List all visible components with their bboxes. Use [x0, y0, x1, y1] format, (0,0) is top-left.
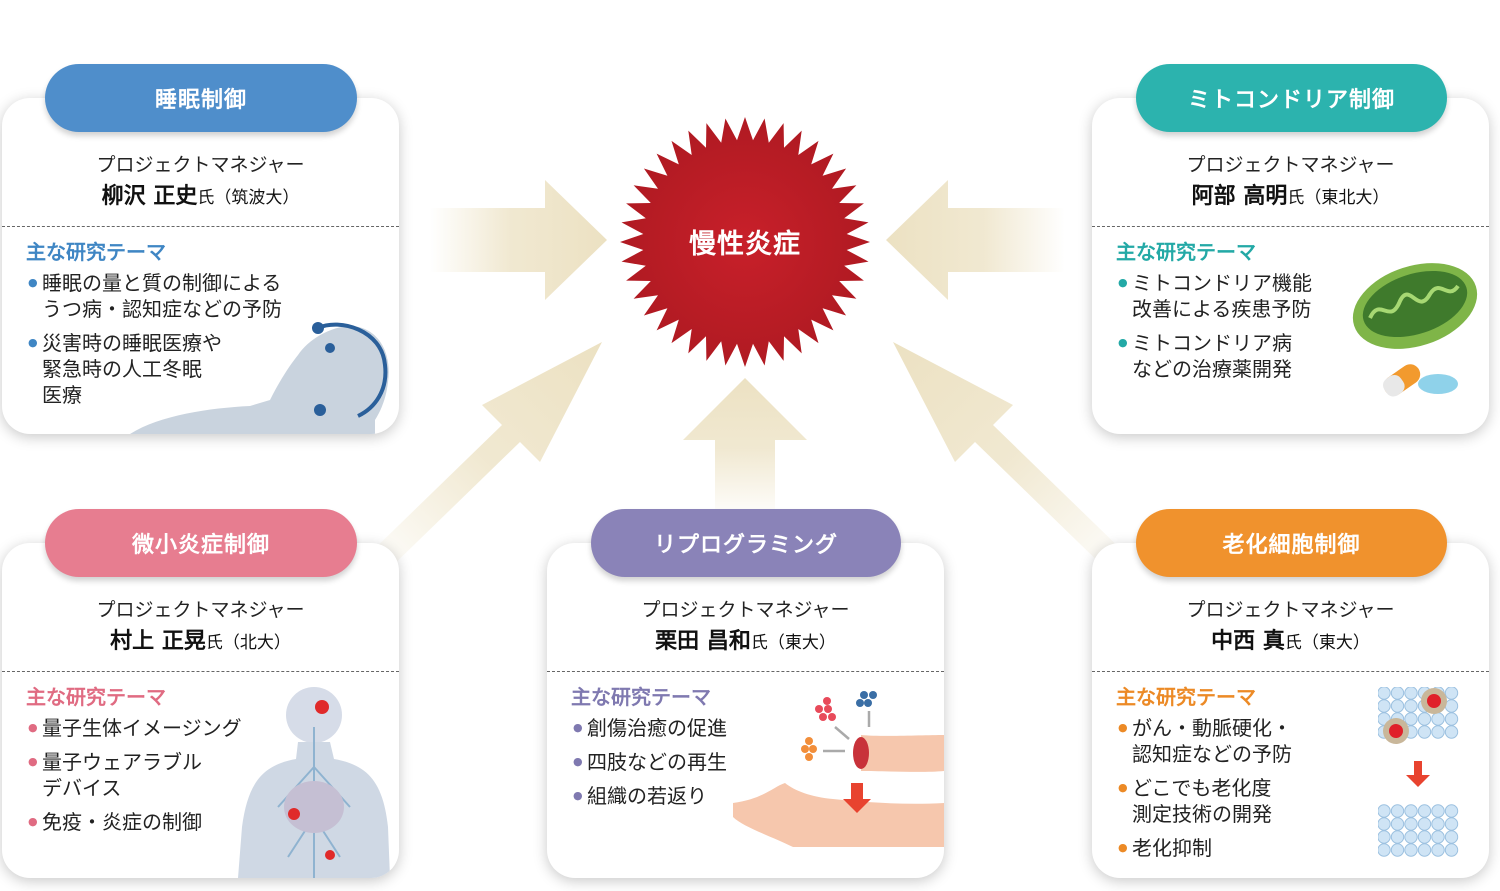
theme-list: ミトコンドリア機能 改善による疾患予防 ミトコンドリア病 などの治療薬開発 — [1118, 270, 1358, 390]
pm-title: プロジェクトマネジャー — [1092, 150, 1489, 177]
arrow-from-right — [886, 180, 1065, 300]
limb-regeneration-illustration — [733, 687, 944, 847]
list-item: 免疫・炎症の制御 — [28, 809, 268, 835]
list-item: がん・動脈硬化・ 認知症などの予防 — [1118, 715, 1368, 767]
card-title-micro-inflammation: 微小炎症制御 — [45, 509, 357, 577]
card-micro-inflammation-control: プロジェクトマネジャー 村上 正晃氏（北大） 主な研究テーマ 量子生体イメージン… — [2, 543, 399, 878]
human-body-illustration — [238, 687, 398, 878]
pm-name: 中西 真氏（東大） — [1092, 623, 1489, 655]
list-item: 睡眠の量と質の制御による うつ病・認知症などの予防 — [28, 270, 318, 322]
pm-title: プロジェクトマネジャー — [1092, 595, 1489, 622]
theme-heading: 主な研究テーマ — [571, 681, 711, 710]
card-reprogramming: プロジェクトマネジャー 栗田 昌和氏（東大） 主な研究テーマ 創傷治癒の促進 四… — [547, 543, 944, 878]
list-item: ミトコンドリア病 などの治療薬開発 — [1118, 330, 1358, 382]
theme-heading: 主な研究テーマ — [26, 236, 166, 265]
arrow-from-bottom — [683, 378, 807, 520]
list-item: どこでも老化度 測定技術の開発 — [1118, 775, 1368, 827]
divider — [547, 671, 944, 672]
divider — [1092, 671, 1489, 672]
pm-title: プロジェクトマネジャー — [547, 595, 944, 622]
list-item: 量子生体イメージング — [28, 715, 268, 741]
pm-title: プロジェクトマネジャー — [2, 150, 399, 177]
sleeping-person-illustration — [130, 320, 399, 434]
senescent-cells-illustration — [1378, 687, 1468, 867]
theme-heading: 主な研究テーマ — [26, 681, 166, 710]
pm-name: 村上 正晃氏（北大） — [2, 623, 399, 655]
mitochondria-illustration — [1340, 256, 1485, 406]
card-title-senescent-cell: 老化細胞制御 — [1136, 509, 1447, 577]
card-senescent-cell-control: プロジェクトマネジャー 中西 真氏（東大） 主な研究テーマ がん・動脈硬化・ 認… — [1092, 543, 1489, 878]
pm-name: 栗田 昌和氏（東大） — [547, 623, 944, 655]
theme-list: 量子生体イメージング 量子ウェアラブル デバイス 免疫・炎症の制御 — [28, 715, 268, 843]
divider — [2, 671, 399, 672]
pm-name: 阿部 高明氏（東北大） — [1092, 178, 1489, 210]
list-item: 老化抑制 — [1118, 835, 1368, 861]
center-label: 慢性炎症 — [650, 222, 840, 261]
card-title-sleep: 睡眠制御 — [45, 64, 357, 132]
card-mitochondria-control: プロジェクトマネジャー 阿部 高明氏（東北大） 主な研究テーマ ミトコンドリア機… — [1092, 98, 1489, 434]
list-item: ミトコンドリア機能 改善による疾患予防 — [1118, 270, 1358, 322]
theme-heading: 主な研究テーマ — [1116, 681, 1256, 710]
theme-heading: 主な研究テーマ — [1116, 236, 1256, 265]
pm-title: プロジェクトマネジャー — [2, 595, 399, 622]
card-sleep-control: プロジェクトマネジャー 柳沢 正史氏（筑波大） 主な研究テーマ 睡眠の量と質の制… — [2, 98, 399, 434]
card-title-mitochondria: ミトコンドリア制御 — [1136, 64, 1447, 132]
arrow-from-left — [430, 180, 607, 300]
divider — [2, 226, 399, 227]
list-item: 量子ウェアラブル デバイス — [28, 749, 268, 801]
theme-list: がん・動脈硬化・ 認知症などの予防 どこでも老化度 測定技術の開発 老化抑制 — [1118, 715, 1368, 869]
arrow-from-bottom-left — [365, 342, 602, 575]
divider — [1092, 226, 1489, 227]
card-title-reprogramming: リプログラミング — [591, 509, 901, 577]
pm-name: 柳沢 正史氏（筑波大） — [2, 178, 399, 210]
